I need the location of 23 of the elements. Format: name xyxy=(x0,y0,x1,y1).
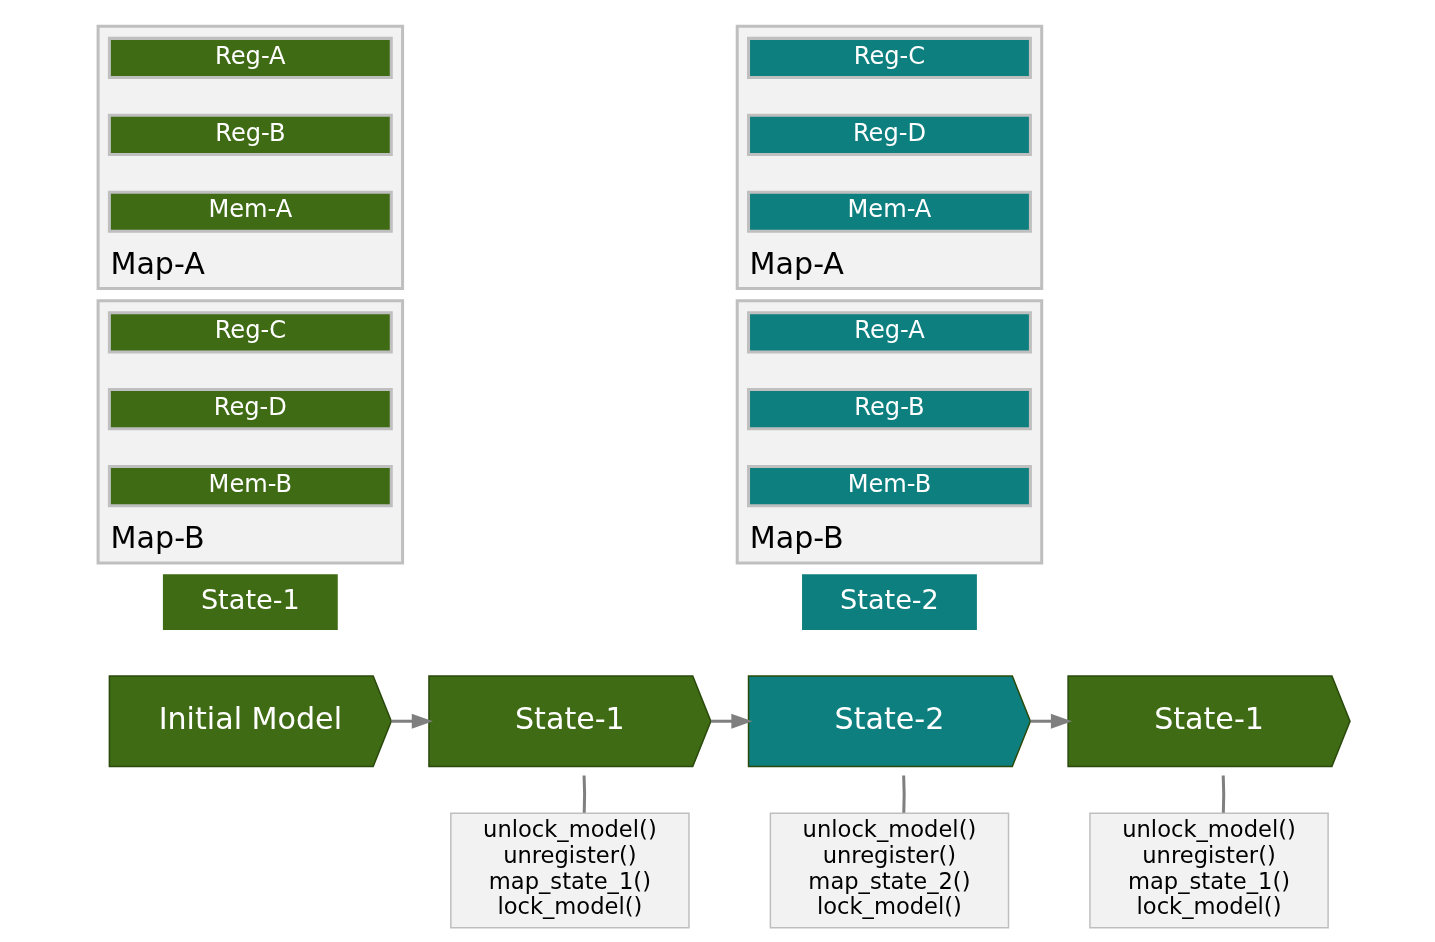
node-box: Reg-B xyxy=(746,388,1032,431)
node-box: unlock_model() unregister() map_state_2() lock_model() xyxy=(769,812,1009,929)
node-box: unlock_model() unregister() map_state_1() lock_model() xyxy=(449,812,690,929)
node-box: unlock_model() unregister() map_state_1() lock_model() xyxy=(1088,812,1329,929)
connector xyxy=(1221,775,1225,813)
node-box: State-1 xyxy=(162,574,338,631)
node-box: Reg-D xyxy=(746,113,1032,156)
node-box: Reg-C xyxy=(746,36,1032,80)
arrow xyxy=(1030,713,1072,729)
node-box: Reg-C xyxy=(107,311,393,354)
node-box: Mem-B xyxy=(746,464,1032,508)
connector xyxy=(582,775,586,813)
node-box: State-2 xyxy=(801,574,977,631)
node-box: Reg-A xyxy=(107,36,393,80)
arrow xyxy=(390,713,433,729)
node-box: Reg-A xyxy=(746,311,1032,354)
node-box: Reg-B xyxy=(107,113,393,156)
node-box: Mem-A xyxy=(746,190,1032,233)
node-box: Reg-D xyxy=(107,388,393,431)
connector xyxy=(901,775,906,813)
node-box: Mem-A xyxy=(107,190,393,233)
arrow xyxy=(710,713,752,729)
node-box: Mem-B xyxy=(107,464,393,508)
